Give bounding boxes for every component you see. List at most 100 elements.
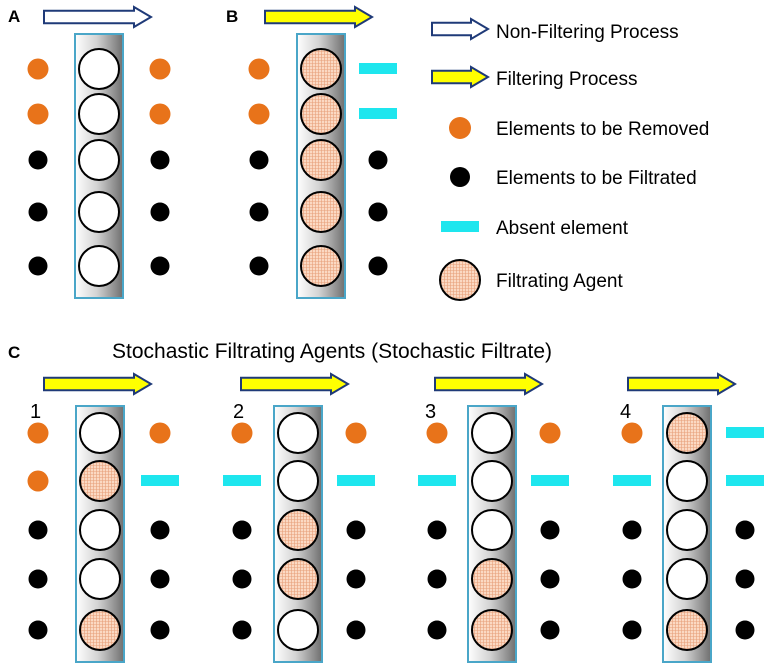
- subpanel-3-empty-slot-2: [471, 460, 513, 502]
- subpanel-4-arrow: [627, 372, 737, 396]
- panel-b-filtrating-agent-1: [300, 48, 342, 90]
- legend-filtrated-dot-icon: [450, 167, 470, 187]
- panel-a-output-4-filtrated: [150, 202, 170, 222]
- panel-a-arrow: [43, 5, 153, 29]
- panel-b-filtrating-agent-4: [300, 191, 342, 233]
- subpanel-1-input-4-filtrated: [28, 569, 48, 589]
- subpanel-1-arrow: [43, 372, 153, 396]
- subpanel-2-filtrating-agent-3: [277, 509, 319, 551]
- subpanel-3-input-3-filtrated: [427, 520, 447, 540]
- panel-b-input-2-removed: [248, 103, 270, 125]
- panel-label-a: A: [8, 7, 20, 26]
- panel-a-empty-slot-4: [78, 191, 120, 233]
- legend-label-filtrated: Elements to be Filtrated: [496, 168, 697, 189]
- subpanel-1-filtrating-agent-5: [79, 609, 121, 651]
- subpanel-4-output-5-filtrated: [735, 620, 755, 640]
- subpanel-1-empty-slot-1: [79, 412, 121, 454]
- subpanel-1-output-3-filtrated: [150, 520, 170, 540]
- legend-label-absent: Absent element: [496, 218, 629, 239]
- panel-b-input-5-filtrated: [249, 256, 269, 276]
- subpanel-1-empty-slot-3: [79, 509, 121, 551]
- panel-b-filtrating-agent-2: [300, 93, 342, 135]
- subpanel-3-arrow: [434, 372, 544, 396]
- subpanel-2-output-2-absent: [337, 475, 375, 486]
- subpanel-1-output-2-absent: [141, 475, 179, 486]
- subpanel-3-input-4-filtrated: [427, 569, 447, 589]
- panel-b-input-3-filtrated: [249, 150, 269, 170]
- panel-b-input-4-filtrated: [249, 202, 269, 222]
- panel-a-input-3-filtrated: [28, 150, 48, 170]
- panel-a-input-4-filtrated: [28, 202, 48, 222]
- panel-b-filtrating-agent-5: [300, 245, 342, 287]
- subpanel-label-2: 2: [233, 401, 244, 423]
- subpanel-label-3: 3: [425, 401, 436, 423]
- legend-label-non-filtering: Non-Filtering Process: [496, 22, 679, 43]
- panel-b-output-5-filtrated: [368, 256, 388, 276]
- subpanel-3-filtrating-agent-4: [471, 558, 513, 600]
- subpanel-label-1: 1: [30, 401, 41, 423]
- subpanel-4-empty-slot-4: [666, 558, 708, 600]
- legend-label-removed: Elements to be Removed: [496, 119, 709, 140]
- legend-filtering-arrow-icon: [431, 65, 490, 89]
- subpanel-1-input-3-filtrated: [28, 520, 48, 540]
- subpanel-3-output-2-absent: [531, 475, 569, 486]
- legend-filtrating-agent-icon: [439, 259, 481, 301]
- subpanel-3-filtrating-agent-5: [471, 609, 513, 651]
- panel-b-output-4-filtrated: [368, 202, 388, 222]
- panel-a-output-3-filtrated: [150, 150, 170, 170]
- subpanel-4-empty-slot-3: [666, 509, 708, 551]
- panel-a-output-1-removed: [149, 58, 171, 80]
- subpanel-2-empty-slot-1: [277, 412, 319, 454]
- legend-non-filtering-arrow-icon: [431, 17, 490, 41]
- subpanel-2-arrow: [240, 372, 350, 396]
- subpanel-3-input-5-filtrated: [427, 620, 447, 640]
- subpanel-label-4: 4: [620, 401, 631, 423]
- subpanel-1-input-5-filtrated: [28, 620, 48, 640]
- subpanel-2-input-1-removed: [231, 422, 253, 444]
- subpanel-1-output-1-removed: [149, 422, 171, 444]
- subpanel-3-output-5-filtrated: [540, 620, 560, 640]
- subpanel-3-input-2-absent: [418, 475, 456, 486]
- panel-a-empty-slot-3: [78, 139, 120, 181]
- panel-b-output-3-filtrated: [368, 150, 388, 170]
- panel-a-empty-slot-1: [78, 48, 120, 90]
- panel-a-input-2-removed: [27, 103, 49, 125]
- panel-a-output-5-filtrated: [150, 256, 170, 276]
- subpanel-3-empty-slot-1: [471, 412, 513, 454]
- subpanel-4-output-3-filtrated: [735, 520, 755, 540]
- legend-label-filtering: Filtering Process: [496, 69, 638, 90]
- legend-removed-dot-icon: [449, 117, 471, 139]
- subpanel-4-input-4-filtrated: [622, 569, 642, 589]
- panel-label-c: C: [8, 343, 20, 362]
- subpanel-4-input-1-removed: [621, 422, 643, 444]
- panel-b-filtrating-agent-3: [300, 139, 342, 181]
- subpanel-1-input-2-removed: [27, 470, 49, 492]
- subpanel-4-output-2-absent: [726, 475, 764, 486]
- panel-a-empty-slot-2: [78, 93, 120, 135]
- subpanel-2-output-1-removed: [345, 422, 367, 444]
- panel-label-b: B: [226, 7, 238, 26]
- subpanel-4-empty-slot-2: [666, 460, 708, 502]
- panel-a-output-2-removed: [149, 103, 171, 125]
- subpanel-4-filtrating-agent-1: [666, 412, 708, 454]
- subpanel-1-empty-slot-4: [79, 558, 121, 600]
- subpanel-1-output-5-filtrated: [150, 620, 170, 640]
- panel-a-input-1-removed: [27, 58, 49, 80]
- subpanel-2-input-5-filtrated: [232, 620, 252, 640]
- subpanel-3-input-1-removed: [426, 422, 448, 444]
- subpanel-1-filtrating-agent-2: [79, 460, 121, 502]
- subpanel-2-input-4-filtrated: [232, 569, 252, 589]
- subpanel-1-output-4-filtrated: [150, 569, 170, 589]
- subpanel-3-output-1-removed: [539, 422, 561, 444]
- subpanel-4-input-2-absent: [613, 475, 651, 486]
- panel-a-empty-slot-5: [78, 245, 120, 287]
- subpanel-4-output-1-absent: [726, 427, 764, 438]
- subpanel-2-input-2-absent: [223, 475, 261, 486]
- panel-b-output-2-absent: [359, 108, 397, 119]
- panel-b-arrow: [264, 5, 374, 29]
- subpanel-4-input-5-filtrated: [622, 620, 642, 640]
- subpanel-2-filtrating-agent-4: [277, 558, 319, 600]
- subpanel-3-output-3-filtrated: [540, 520, 560, 540]
- subpanel-3-empty-slot-3: [471, 509, 513, 551]
- subpanel-3-output-4-filtrated: [540, 569, 560, 589]
